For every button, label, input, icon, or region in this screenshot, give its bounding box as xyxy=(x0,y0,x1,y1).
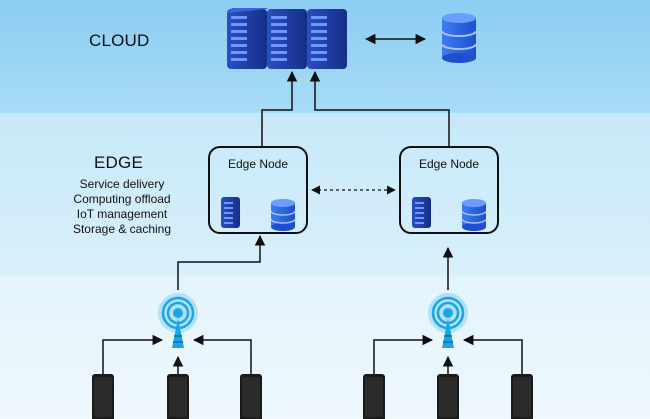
end-device-2-phone-icon xyxy=(167,374,189,419)
device-4-to-access-point-2-arrow xyxy=(373,334,434,374)
end-device-6-phone-icon xyxy=(511,374,533,419)
cloud-server-icon xyxy=(267,9,307,69)
edge-function-service-delivery: Service delivery xyxy=(79,177,165,191)
access-point-2-antenna-icon xyxy=(428,293,468,348)
end-device-4-phone-icon xyxy=(363,374,385,419)
edge-layer-title: EDGE xyxy=(94,153,143,172)
access-point-1-to-edge-node-1-arrow xyxy=(177,234,266,290)
edge-node-2-database-icon xyxy=(461,199,487,231)
edge-function-iot-management: IoT management xyxy=(76,207,168,221)
device-3-to-access-point-1-arrow xyxy=(192,334,252,374)
edge-node-1-label: Edge Node xyxy=(227,157,289,171)
edge-node-1-to-cloud-arrow xyxy=(261,70,298,146)
edge-node-2-server-icon xyxy=(412,197,431,228)
cloud-layer-title: CLOUD xyxy=(89,31,150,50)
edge-function-computing-offload: Computing offload xyxy=(73,192,171,206)
device-1-to-access-point-1-arrow xyxy=(102,334,164,374)
edge-functions-list: Service delivery Computing offload IoT m… xyxy=(62,177,182,237)
end-device-5-phone-icon xyxy=(437,374,459,419)
cloud-server-rack-icon xyxy=(227,8,347,69)
cloud-server-icon xyxy=(227,8,268,69)
edge-node-2-label: Edge Node xyxy=(418,157,480,171)
edge-node-2-to-cloud-arrow xyxy=(309,70,450,146)
end-device-1-phone-icon xyxy=(92,374,114,419)
edge-node-2: Edge Node xyxy=(399,146,499,234)
access-point-1-antenna-icon xyxy=(158,293,198,348)
edge-node-1-server-icon xyxy=(221,197,240,228)
edge-node-1-database-icon xyxy=(270,199,296,231)
device-6-to-access-point-2-arrow xyxy=(462,334,523,374)
end-device-3-phone-icon xyxy=(240,374,262,419)
cloud-database-icon xyxy=(441,13,477,63)
edge-node-1: Edge Node xyxy=(208,146,308,234)
cloud-server-icon xyxy=(307,9,347,69)
edge-function-storage-caching: Storage & caching xyxy=(72,222,172,236)
